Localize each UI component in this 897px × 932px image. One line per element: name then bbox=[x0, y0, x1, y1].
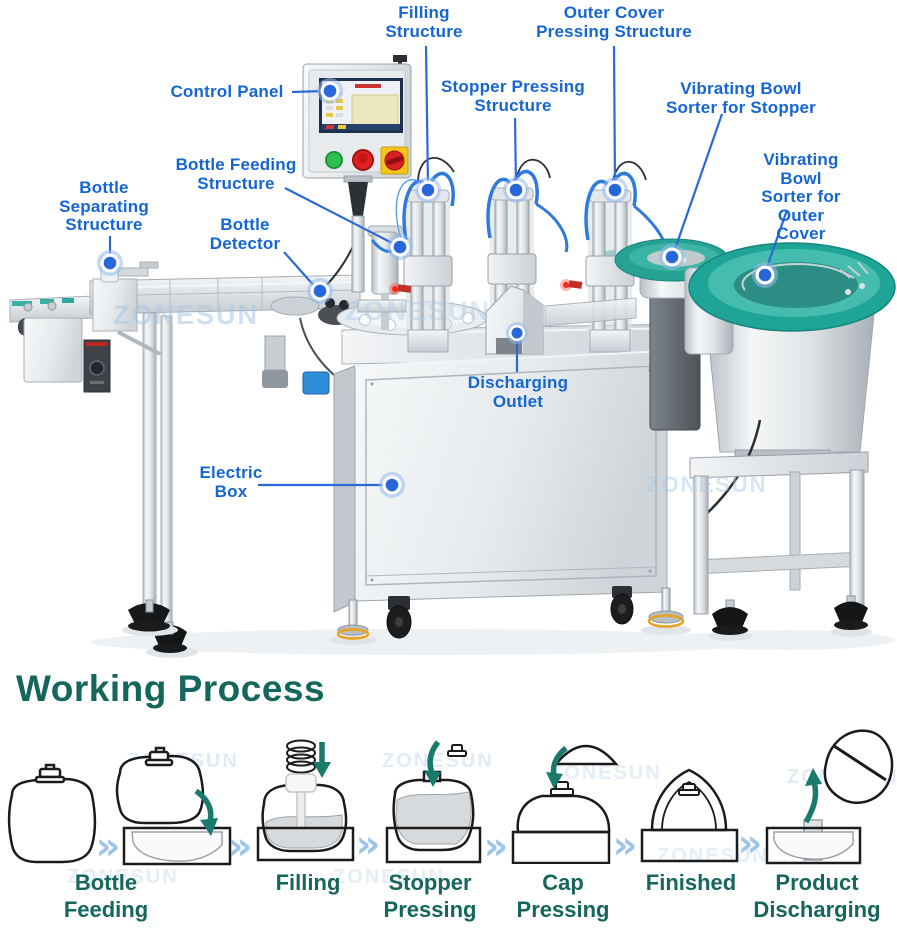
callout-electric-box: Electric Box bbox=[199, 463, 263, 501]
callout-discharging-outlet: Discharging Outlet bbox=[467, 373, 569, 411]
discharge-arrow bbox=[803, 768, 822, 824]
callout-bottle-separating: Bottle Separating Structure bbox=[59, 178, 149, 234]
callout-vibrating-bowl-outer: Vibrating Bowl Sorter for Outer Cover bbox=[761, 150, 841, 243]
working-process-title: Working Process bbox=[16, 668, 326, 709]
callout-overlay bbox=[97, 45, 789, 498]
step-label-bottle-feeding: Bottle Feeding bbox=[63, 870, 149, 922]
step-icon-cap-pressing bbox=[511, 744, 619, 864]
step-separator-chevron: » bbox=[355, 822, 381, 866]
step-separator-chevron: » bbox=[737, 821, 763, 865]
power-rotary-switch[interactable] bbox=[380, 146, 409, 175]
callout-filling-structure: Filling Structure bbox=[385, 3, 463, 41]
solenoid-valve bbox=[302, 371, 330, 395]
feed-arrow bbox=[194, 788, 218, 836]
callout-bottle-detector: Bottle Detector bbox=[209, 215, 281, 253]
discharging-outlet-chute bbox=[485, 285, 637, 355]
step-separator-chevron: » bbox=[483, 824, 509, 868]
callout-bottle-feeding: Bottle Feeding Structure bbox=[175, 155, 297, 193]
callout-vibrating-bowl-stopper: Vibrating Bowl Sorter for Stopper bbox=[665, 79, 817, 117]
caster-wheel bbox=[610, 586, 634, 625]
fill-arrow bbox=[313, 742, 331, 778]
step-icon-filling bbox=[256, 739, 355, 862]
step-label-finished: Finished bbox=[645, 870, 737, 895]
suction-foot bbox=[712, 607, 748, 631]
caster-wheel bbox=[386, 596, 412, 639]
step-icon-finished bbox=[640, 768, 739, 863]
leveling-foot bbox=[647, 614, 685, 628]
step-separator-chevron: » bbox=[227, 824, 253, 868]
start-button[interactable] bbox=[325, 151, 343, 169]
bowl-stand bbox=[689, 451, 872, 641]
step-separator-chevron: » bbox=[612, 823, 638, 867]
caps-in-bowl bbox=[839, 261, 869, 279]
callout-dots bbox=[97, 78, 778, 498]
step-icon-product-discharging bbox=[765, 729, 894, 865]
callout-stopper-pressing: Stopper Pressing Structure bbox=[441, 77, 585, 115]
step-label-product-discharging: Product Discharging bbox=[753, 870, 881, 922]
step-label-filling: Filling bbox=[275, 870, 341, 895]
step-icon-bottle-feeding bbox=[7, 746, 232, 866]
laser-sensors bbox=[389, 279, 583, 295]
stopper-arrow bbox=[424, 740, 441, 787]
step-label-cap-pressing: Cap Pressing bbox=[516, 870, 610, 922]
electric-box-cabinet bbox=[329, 350, 691, 645]
callout-outer-cover-pressing: Outer Cover Pressing Structure bbox=[536, 3, 692, 41]
step-icon-stopper-pressing bbox=[385, 740, 482, 864]
speed-control-box bbox=[83, 339, 111, 393]
suction-foot bbox=[834, 601, 868, 625]
filling-station bbox=[403, 189, 453, 353]
leveling-foot bbox=[336, 628, 370, 640]
step-separator-chevron: » bbox=[95, 824, 121, 868]
callout-control-panel: Control Panel bbox=[170, 82, 284, 101]
machine-illustration bbox=[9, 55, 896, 658]
cap-arrow bbox=[546, 745, 568, 789]
floor-shadow bbox=[90, 629, 770, 655]
step-label-stopper-pressing: Stopper Pressing bbox=[383, 870, 477, 922]
